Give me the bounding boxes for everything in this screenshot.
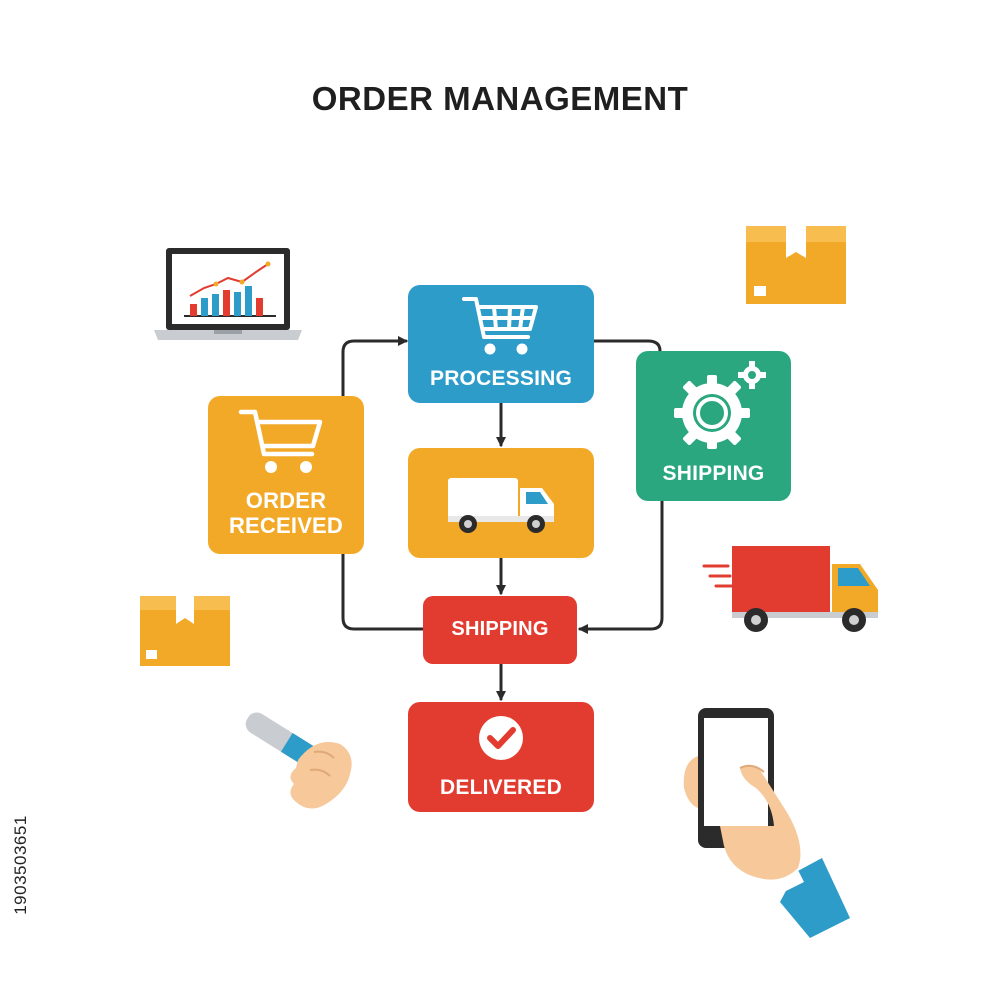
node-truck [408, 448, 594, 558]
truck-icon [446, 474, 558, 536]
node-order-received-line1: ORDER [208, 488, 364, 513]
marker-hand-icon [222, 700, 362, 818]
image-id-value: 1903503651 [11, 815, 31, 915]
node-shipping-gear: SHIPPING [636, 351, 791, 501]
line-order-to-shipping [343, 554, 423, 629]
node-order-received-label: ORDER RECEIVED [208, 488, 364, 539]
checkmark-icon [477, 714, 525, 762]
node-delivered: DELIVERED [408, 702, 594, 812]
box-icon [744, 224, 848, 306]
image-id-text: 1903503651 [8, 755, 34, 975]
node-order-received-line2: RECEIVED [208, 513, 364, 538]
node-processing: PROCESSING [408, 285, 594, 403]
node-delivered-label: DELIVERED [408, 776, 594, 800]
gear-icon [672, 361, 768, 451]
node-processing-label: PROCESSING [408, 367, 594, 391]
phone-hand-icon [680, 706, 856, 938]
node-shipping: SHIPPING [423, 596, 577, 664]
fast-truck-icon [702, 542, 882, 636]
line-processing-to-gear [594, 341, 660, 351]
cart-icon [460, 293, 542, 359]
node-order-received: ORDER RECEIVED [208, 396, 364, 554]
node-shipping-label: SHIPPING [423, 618, 577, 641]
node-shipping-gear-label: SHIPPING [636, 462, 791, 486]
box-icon [138, 594, 232, 668]
cart-icon [238, 406, 326, 478]
laptop-chart-icon [152, 246, 304, 344]
arrow-order-to-processing [343, 341, 406, 396]
